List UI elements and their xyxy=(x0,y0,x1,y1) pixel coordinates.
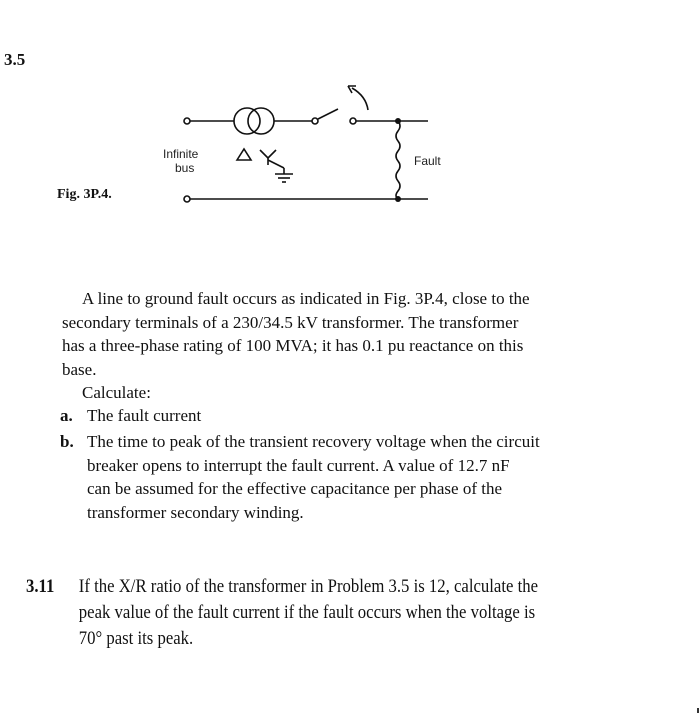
item-b-label: b. xyxy=(60,432,74,451)
problem-number-3-11: 3.11 xyxy=(26,576,55,597)
item-b-line: transformer secondary winding. xyxy=(87,502,304,522)
problem-3-11: 3.11 If the X/R ratio of the transformer… xyxy=(26,574,677,652)
problem-3-11-line: 70° past its peak. xyxy=(78,628,194,649)
problem-3-11-line: peak value of the fault current if the f… xyxy=(78,602,536,623)
item-b-line: can be assumed for the effective capacit… xyxy=(87,479,503,498)
label-fault: Fault xyxy=(414,154,441,168)
intro-line: A line to ground fault occurs as indicat… xyxy=(82,289,530,308)
problem-3-11-line: If the X/R ratio of the transformer in P… xyxy=(78,576,539,597)
item-b: b. The time to peak of the transient rec… xyxy=(60,430,650,524)
label-bus: bus xyxy=(175,161,195,175)
item-a-label: a. xyxy=(60,406,73,425)
figure-caption: Fig. 3P.4. xyxy=(57,187,112,202)
item-a: a. The fault current xyxy=(60,404,650,428)
calculate-label: Calculate: xyxy=(82,383,151,402)
intro-line: has a three-phase rating of 100 MVA; it … xyxy=(62,336,524,355)
item-b-line: The time to peak of the transient recove… xyxy=(87,432,540,451)
figure-3p4: Infinite bus Fault xyxy=(0,80,460,220)
label-infinite: Infinite xyxy=(163,147,199,161)
intro-line: secondary terminals of a 230/34.5 kV tra… xyxy=(62,312,519,332)
problem-number-3-5: 3.5 xyxy=(4,50,26,69)
item-b-line: breaker opens to interrupt the fault cur… xyxy=(87,455,510,475)
circuit-diagram xyxy=(183,85,428,203)
problem-3-5-intro: A line to ground fault occurs as indicat… xyxy=(62,287,644,405)
item-a-text: The fault current xyxy=(87,406,202,425)
intro-line: base. xyxy=(62,359,97,379)
edge-mark xyxy=(697,708,699,713)
